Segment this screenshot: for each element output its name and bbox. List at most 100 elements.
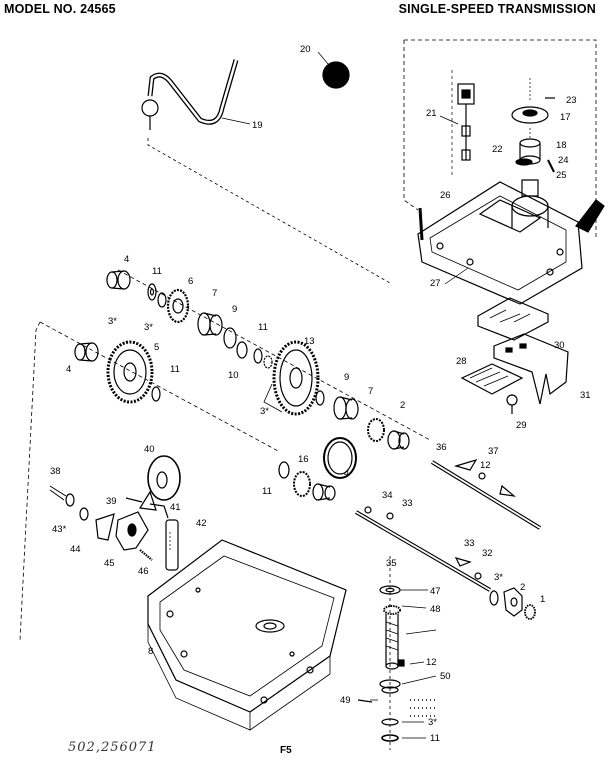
part-3-washer-stack — [381, 718, 399, 726]
callout-17: 17 — [560, 112, 571, 123]
part-4-bushing-right — [387, 430, 410, 450]
callout-11-e: 11 — [430, 733, 440, 744]
section-title: SINGLE-SPEED TRANSMISSION — [398, 2, 596, 16]
callout-21: 21 — [426, 108, 437, 119]
callout-27: 27 — [430, 278, 441, 289]
part-10-spacer — [236, 341, 248, 359]
callout-4-upper: 4 — [124, 254, 129, 265]
callout-10: 10 — [228, 370, 239, 381]
part-3-washer-a — [157, 292, 167, 308]
part-30-shift-plate — [477, 297, 549, 341]
part-42-pin — [165, 519, 179, 571]
callout-11-d: 11 — [262, 486, 272, 497]
callout-7-a: 7 — [212, 288, 217, 299]
part-41-clip — [149, 503, 169, 519]
part-4-bushing-lower — [312, 483, 336, 501]
callout-29: 29 — [516, 420, 527, 431]
callout-44: 44 — [70, 544, 81, 555]
callout-2-b: 2 — [520, 582, 525, 593]
callout-23: 23 — [566, 95, 577, 106]
callout-2-a: 2 — [400, 400, 405, 411]
part-9-bushing-a — [223, 327, 237, 349]
part-1-nut — [524, 604, 536, 620]
part-35-axle — [354, 506, 492, 592]
part-38-pin — [49, 485, 75, 507]
callout-22: 22 — [492, 144, 503, 155]
callout-40: 40 — [144, 444, 155, 455]
part-5-large-gear — [106, 340, 154, 404]
callout-45: 45 — [104, 558, 115, 569]
callout-9-a: 9 — [232, 304, 237, 315]
callout-3-e: 3* — [428, 717, 437, 728]
part-11-washer-a — [147, 283, 157, 301]
part-7-collar-b — [333, 396, 359, 420]
part-6-small-gear — [166, 288, 190, 324]
callout-30: 30 — [554, 340, 565, 351]
callout-9-b: 9 — [344, 372, 349, 383]
callout-43: 43* — [52, 524, 67, 535]
callout-25: 25 — [556, 170, 567, 181]
part-31-bracket — [493, 333, 569, 405]
parts-17-25-shifter-stack — [511, 78, 555, 197]
callout-12-a: 12 — [480, 460, 491, 471]
part-29-bolt — [506, 394, 518, 414]
part-46-spring — [139, 549, 153, 561]
callout-19: 19 — [252, 120, 263, 131]
callout-13: 13 — [304, 336, 315, 347]
callout-41: 41 — [170, 502, 181, 513]
part-2-sprocket-b — [503, 587, 523, 617]
part-20-knob — [322, 61, 350, 89]
callout-3-d: 3* — [494, 572, 503, 583]
figure-code: F5 — [280, 745, 292, 756]
part-50-bearing — [379, 679, 401, 694]
part-49-pin — [357, 699, 373, 703]
part-16-gear — [293, 471, 311, 497]
callout-6: 6 — [188, 276, 193, 287]
part-44-lever-arm — [95, 513, 115, 541]
callout-47: 47 — [430, 586, 441, 597]
callout-4-lower: 4 — [344, 468, 349, 479]
handwritten-note: 502,256071 — [68, 740, 157, 755]
callout-11-b: 11 — [258, 322, 268, 333]
callout-1: 1 — [540, 594, 545, 605]
callout-5: 5 — [154, 342, 159, 353]
part-43-washer — [79, 507, 89, 521]
part-4-bushing-left — [74, 342, 99, 362]
callout-36: 36 — [436, 442, 447, 453]
part-36-shift-shaft — [430, 458, 542, 530]
part-16-gasket — [323, 437, 357, 479]
callout-34: 34 — [382, 490, 393, 501]
callout-16: 16 — [298, 454, 309, 465]
callout-35: 35 — [386, 558, 397, 569]
callout-48: 48 — [430, 604, 441, 615]
callout-11-c: 11 — [170, 364, 180, 375]
part-9-bushing-b — [315, 390, 325, 406]
callout-38: 38 — [50, 466, 61, 477]
callout-11-a: 11 — [152, 266, 162, 277]
callout-28: 28 — [456, 356, 467, 367]
callout-42: 42 — [196, 518, 207, 529]
callout-49: 49 — [340, 695, 351, 706]
callout-31: 31 — [580, 390, 591, 401]
part-40-shift-handle — [138, 455, 181, 511]
part-3-washer-right — [489, 590, 499, 606]
model-number-title: MODEL NO. 24565 — [4, 2, 116, 16]
callout-46: 46 — [138, 566, 149, 577]
callout-33-a: 33 — [402, 498, 413, 509]
part-27-cover — [417, 181, 605, 305]
part-13-bevel-gear — [263, 340, 320, 416]
part-7-collar-a — [197, 312, 223, 336]
part-12-key-b — [397, 659, 405, 667]
part-8-housing — [147, 530, 347, 731]
callout-24: 24 — [558, 155, 569, 166]
callout-37: 37 — [488, 446, 499, 457]
part-11-washer-stack — [381, 734, 399, 742]
part-11-washer-b — [151, 386, 161, 402]
part-28-detent-plate — [460, 363, 524, 395]
callout-20: 20 — [300, 44, 311, 55]
callout-4-left: 4 — [66, 364, 71, 375]
part-19-shift-lever — [141, 59, 391, 284]
callout-18: 18 — [556, 140, 567, 151]
callout-26: 26 — [440, 190, 451, 201]
